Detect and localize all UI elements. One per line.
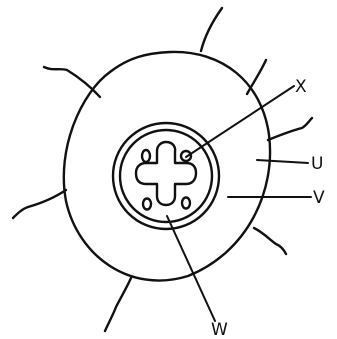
phloem-bottom-right (182, 198, 190, 209)
endodermis-inner (120, 130, 212, 222)
leader-line-w (167, 216, 215, 321)
label-v: V (313, 188, 325, 208)
epidermis-outline (64, 52, 270, 281)
root-hair-bottom (105, 278, 131, 331)
phloem-top-left (142, 150, 150, 162)
label-w: W (211, 320, 228, 339)
root-hair-top (201, 8, 222, 51)
root-hair-right (268, 118, 312, 140)
root-hair-left (13, 190, 66, 218)
leader-line-u (257, 160, 308, 163)
phloem-bottom-left (143, 199, 151, 210)
leader-line-x (186, 86, 294, 157)
root-hair-lower-right (254, 228, 286, 254)
endodermis-outer (113, 123, 219, 229)
root-hairs (13, 8, 312, 331)
label-x: X (295, 77, 307, 97)
label-u: U (311, 154, 323, 174)
leader-lines (167, 86, 311, 321)
root-hair-upper-right (247, 60, 266, 94)
phloem-groups (142, 150, 191, 210)
